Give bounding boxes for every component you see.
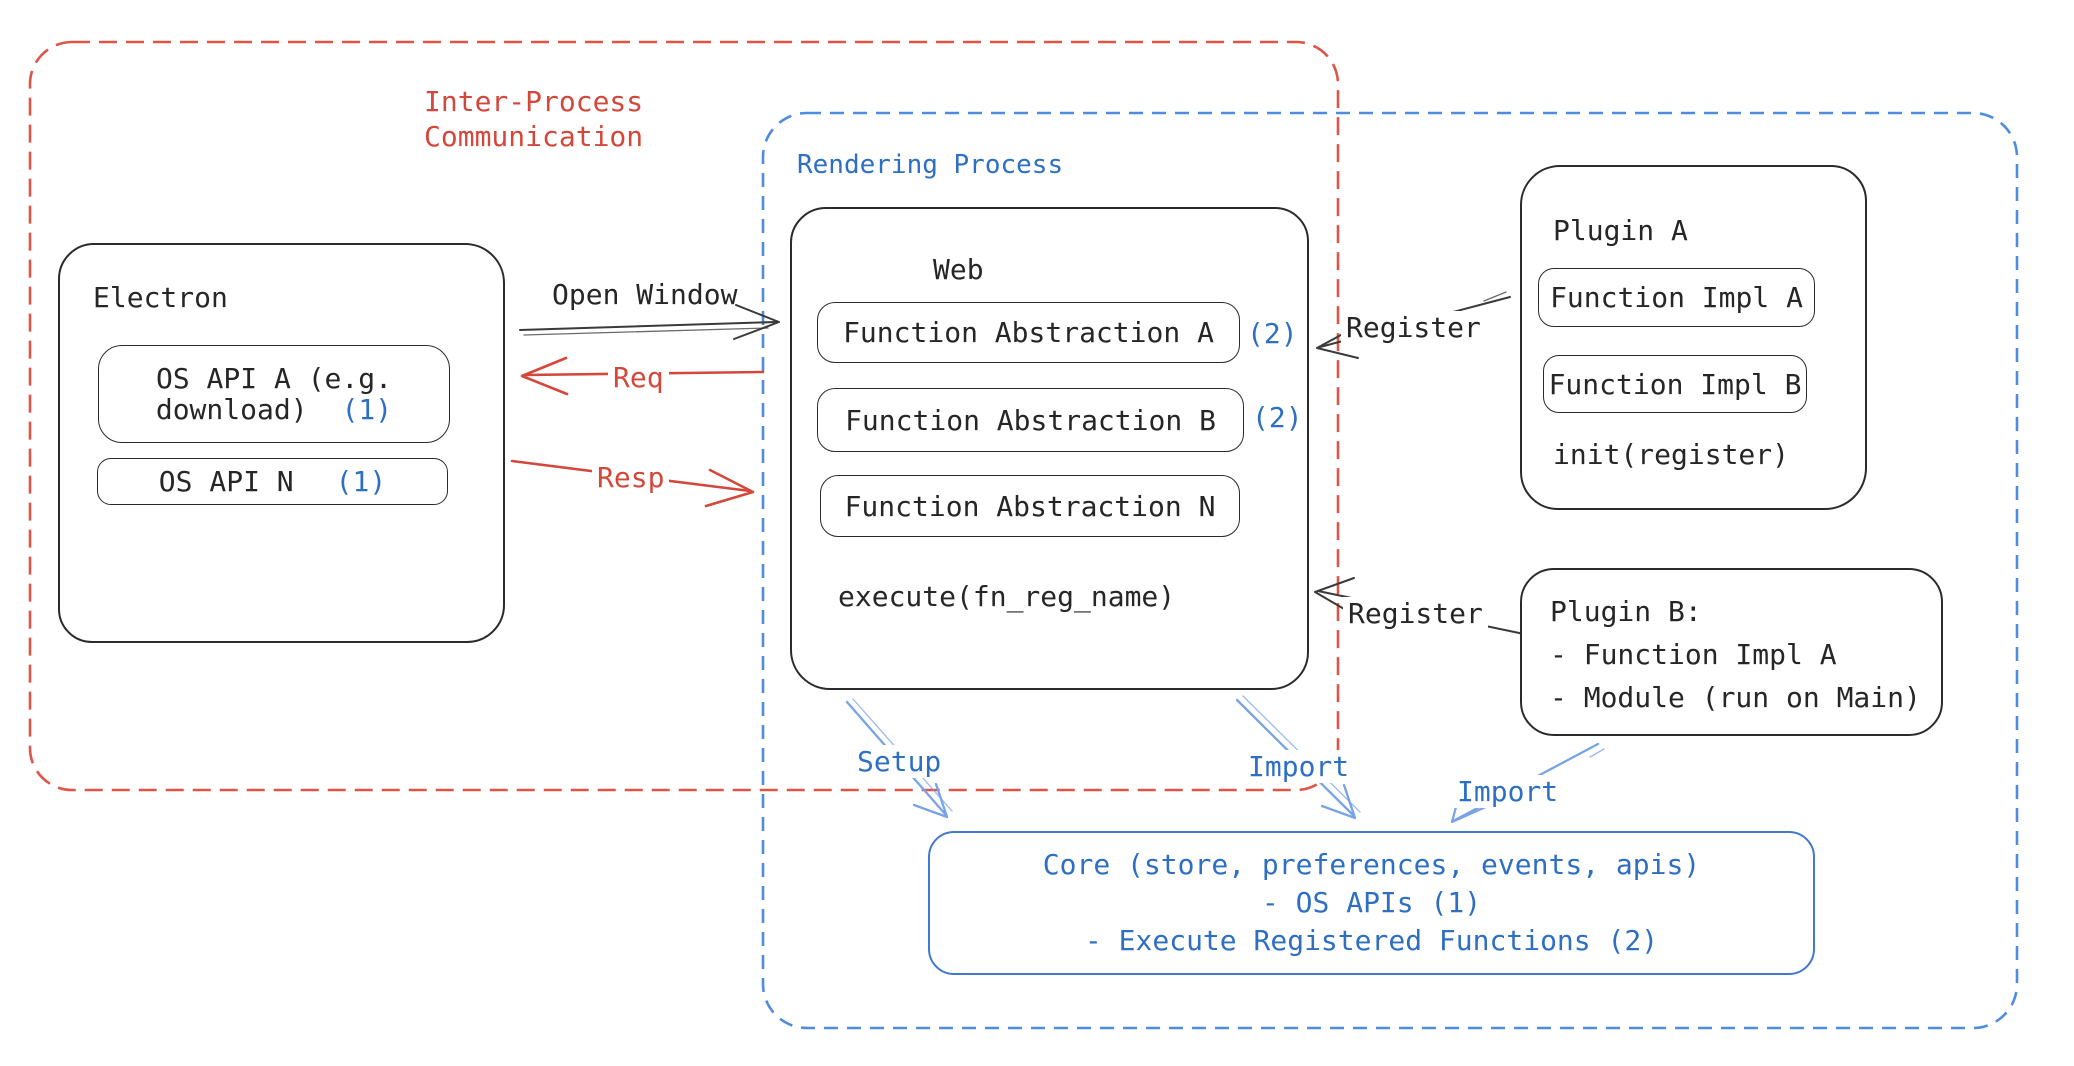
execute-label: execute(fn_reg_name) bbox=[838, 580, 1176, 613]
import-web-label: Import bbox=[1243, 750, 1355, 783]
os-api-n-ref: (1) bbox=[335, 465, 387, 498]
req-label: Req bbox=[608, 361, 669, 394]
register-a-label: Register bbox=[1341, 311, 1486, 344]
os-api-n-box: OS API N (1) bbox=[97, 458, 448, 505]
function-abstraction-b-ref: (2) bbox=[1252, 401, 1303, 434]
core-line-3: - Execute Registered Functions (2) bbox=[1084, 924, 1659, 957]
electron-box bbox=[58, 243, 505, 643]
function-abstraction-a-ref: (2) bbox=[1247, 317, 1298, 350]
setup-label: Setup bbox=[852, 745, 947, 778]
core-box: Core (store, preferences, events, apis) … bbox=[928, 831, 1815, 975]
open-window-label: Open Window bbox=[552, 278, 738, 311]
init-register-label: init(register) bbox=[1553, 438, 1790, 471]
rendering-process-label: Rendering Process bbox=[797, 150, 1064, 180]
core-line-2: - OS APIs (1) bbox=[1261, 886, 1482, 919]
plugin-a-title: Plugin A bbox=[1553, 214, 1688, 247]
os-api-a-line1: OS API A (e.g. bbox=[155, 362, 392, 395]
os-api-a-ref: (1) bbox=[341, 393, 393, 426]
os-api-a-box: OS API A (e.g. download)(1) bbox=[98, 345, 450, 443]
function-abstraction-a-box: Function Abstraction A bbox=[817, 302, 1240, 363]
function-abstraction-n-box: Function Abstraction N bbox=[820, 475, 1240, 537]
plugin-b-item-impl-a: - Function Impl A bbox=[1550, 638, 1837, 671]
function-impl-b-box: Function Impl B bbox=[1543, 355, 1807, 413]
function-impl-a-box: Function Impl A bbox=[1538, 268, 1815, 327]
web-title: Web bbox=[933, 253, 984, 286]
plugin-b-title: Plugin B: bbox=[1550, 595, 1702, 628]
os-api-n-label: OS API N bbox=[158, 465, 294, 498]
plugin-a-box bbox=[1520, 165, 1867, 510]
plugin-b-box: Plugin B: - Function Impl A - Module (ru… bbox=[1520, 568, 1943, 736]
os-api-a-line2: download)(1) bbox=[155, 393, 393, 426]
resp-label: Resp bbox=[592, 461, 670, 494]
electron-title: Electron bbox=[93, 281, 228, 314]
plugin-b-item-module: - Module (run on Main) bbox=[1550, 681, 1921, 714]
function-abstraction-b-box: Function Abstraction B bbox=[817, 388, 1244, 452]
register-b-label: Register bbox=[1343, 597, 1488, 630]
core-line-1: Core (store, preferences, events, apis) bbox=[1042, 848, 1701, 881]
import-plugin-label: Import bbox=[1452, 775, 1564, 808]
